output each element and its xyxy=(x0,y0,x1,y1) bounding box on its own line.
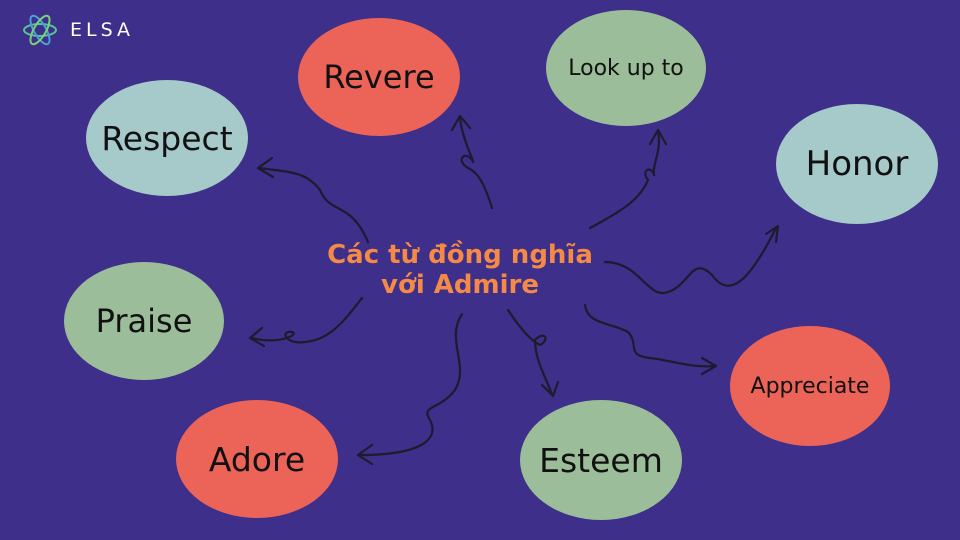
bubble-appreciate-label: Appreciate xyxy=(750,373,870,399)
arrow-to-honor xyxy=(603,226,778,295)
arrow-to-adore xyxy=(358,312,464,457)
bubble-appreciate: Appreciate xyxy=(730,326,890,446)
arrow-to-esteem xyxy=(506,308,554,397)
bubble-revere: Revere xyxy=(298,18,460,136)
bubble-esteem: Esteem xyxy=(520,400,682,520)
arrow-to-revere xyxy=(458,116,494,210)
bubble-honor-label: Honor xyxy=(805,144,909,184)
center-topic-line-1: Các từ đồng nghĩa xyxy=(327,240,593,270)
arrow-to-look-up-to xyxy=(588,130,660,230)
center-topic: Các từ đồng nghĩa với Admire xyxy=(300,240,620,300)
arrow-to-appreciate xyxy=(583,303,716,368)
arrow-to-respect xyxy=(258,166,370,244)
bubble-praise: Praise xyxy=(64,262,224,380)
center-topic-line-2: với Admire xyxy=(381,270,539,300)
bubble-adore: Adore xyxy=(176,400,338,518)
bubble-look-up-to-label: Look up to xyxy=(568,55,684,81)
bubble-esteem-label: Esteem xyxy=(539,440,663,480)
elsa-logo-icon xyxy=(23,14,57,46)
bubble-praise-label: Praise xyxy=(95,302,193,340)
brand-name: ELSA xyxy=(70,19,135,41)
bubble-respect: Respect xyxy=(86,80,248,196)
bubble-respect-label: Respect xyxy=(101,118,233,158)
brand: ELSA xyxy=(20,10,134,50)
arrow-to-praise xyxy=(250,296,364,344)
bubble-revere-label: Revere xyxy=(323,58,435,96)
bubble-look-up-to: Look up to xyxy=(546,10,706,126)
bubble-honor: Honor xyxy=(776,104,938,224)
bubble-adore-label: Adore xyxy=(208,439,306,479)
